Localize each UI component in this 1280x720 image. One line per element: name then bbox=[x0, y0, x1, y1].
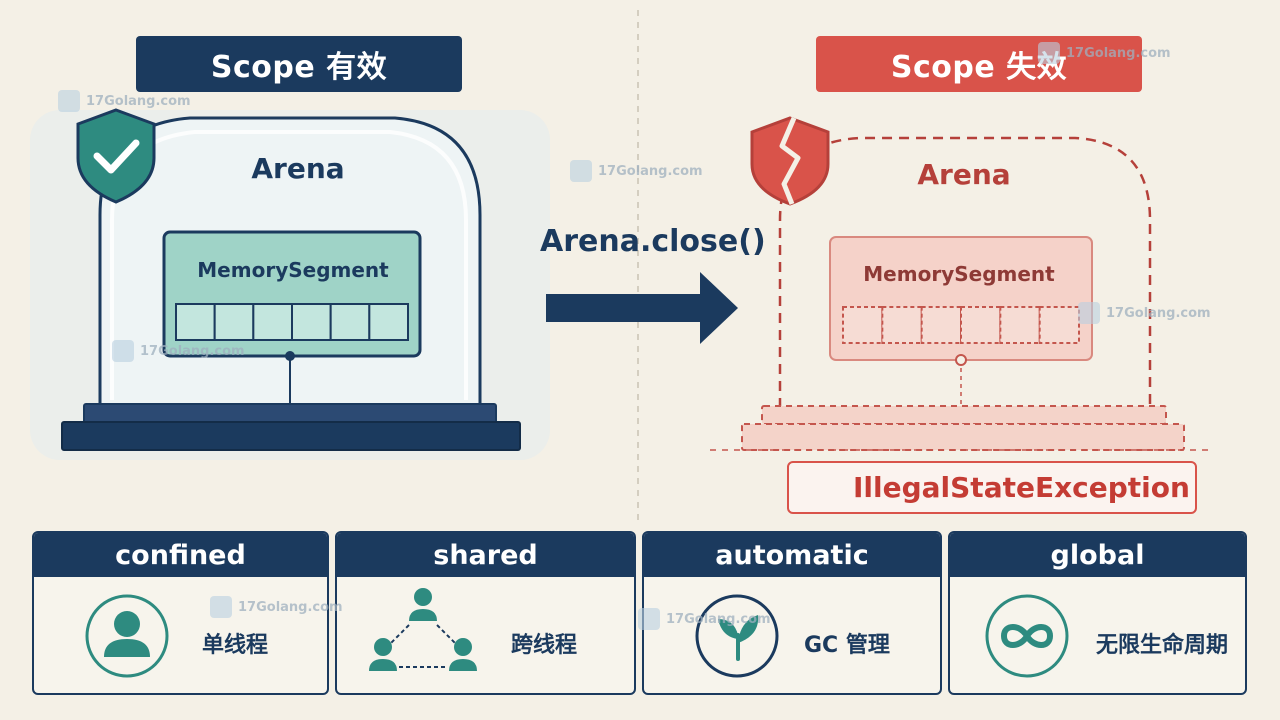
card-description: 单线程 bbox=[202, 633, 269, 658]
card-description: 跨线程 bbox=[511, 633, 578, 658]
card-description: GC 管理 bbox=[804, 633, 890, 658]
memory-cell bbox=[291, 303, 332, 341]
watermark: 17Golang.com bbox=[638, 608, 771, 630]
shield-check-icon bbox=[76, 108, 156, 204]
arena-label-left: Arena bbox=[251, 152, 345, 185]
memory-segment-label-left: MemorySegment bbox=[197, 258, 389, 282]
pedestal-right bbox=[710, 405, 1210, 451]
memory-cell bbox=[1038, 306, 1080, 344]
card-title: confined bbox=[34, 533, 327, 577]
memory-segment-left bbox=[162, 230, 422, 404]
scope-valid-banner: Scope 有效 bbox=[136, 36, 462, 92]
watermark: 17Golang.com bbox=[210, 596, 343, 618]
card-title: global bbox=[950, 533, 1245, 577]
memory-cell bbox=[881, 306, 923, 344]
watermark: 17Golang.com bbox=[58, 90, 191, 112]
memory-cell bbox=[368, 303, 410, 341]
infinity-icon bbox=[985, 594, 1069, 678]
watermark: 17Golang.com bbox=[1078, 302, 1211, 324]
leaf-icon bbox=[695, 594, 779, 678]
scope-card-automatic: automatic GC 管理 bbox=[642, 531, 942, 695]
memory-segment-right bbox=[829, 236, 1093, 406]
scope-card-global: global 无限生命周期 bbox=[948, 531, 1247, 695]
close-arrow bbox=[546, 272, 738, 344]
arena-label-right: Arena bbox=[917, 158, 1011, 191]
arena-close-label: Arena.close() bbox=[540, 224, 766, 259]
card-title: shared bbox=[337, 533, 634, 577]
memory-cell bbox=[252, 303, 293, 341]
memory-cell bbox=[999, 306, 1041, 344]
memory-cell bbox=[213, 303, 255, 341]
scope-card-shared: shared 跨线程 bbox=[335, 531, 636, 695]
exception-text: IllegalStateException bbox=[853, 471, 1190, 504]
memory-cell bbox=[960, 306, 1002, 344]
memory-segment-label-right: MemorySegment bbox=[863, 262, 1055, 286]
broken-shield-icon bbox=[750, 116, 830, 206]
network-icon bbox=[369, 588, 477, 671]
memory-cell bbox=[842, 306, 884, 344]
watermark: 17Golang.com bbox=[570, 160, 703, 182]
memory-cell bbox=[175, 303, 216, 341]
person-icon bbox=[85, 594, 169, 678]
card-description: 无限生命周期 bbox=[1096, 633, 1229, 658]
exception-box: IllegalStateException bbox=[787, 461, 1197, 514]
card-title: automatic bbox=[644, 533, 940, 577]
memory-cell bbox=[920, 306, 963, 344]
scope-card-confined: confined 单线程 bbox=[32, 531, 329, 695]
watermark: 17Golang.com bbox=[1038, 42, 1171, 64]
memory-cell bbox=[329, 303, 371, 341]
watermark: 17Golang.com bbox=[112, 340, 245, 362]
pedestal-left bbox=[61, 403, 521, 451]
scope-invalid-banner: Scope 失效 bbox=[816, 36, 1142, 92]
